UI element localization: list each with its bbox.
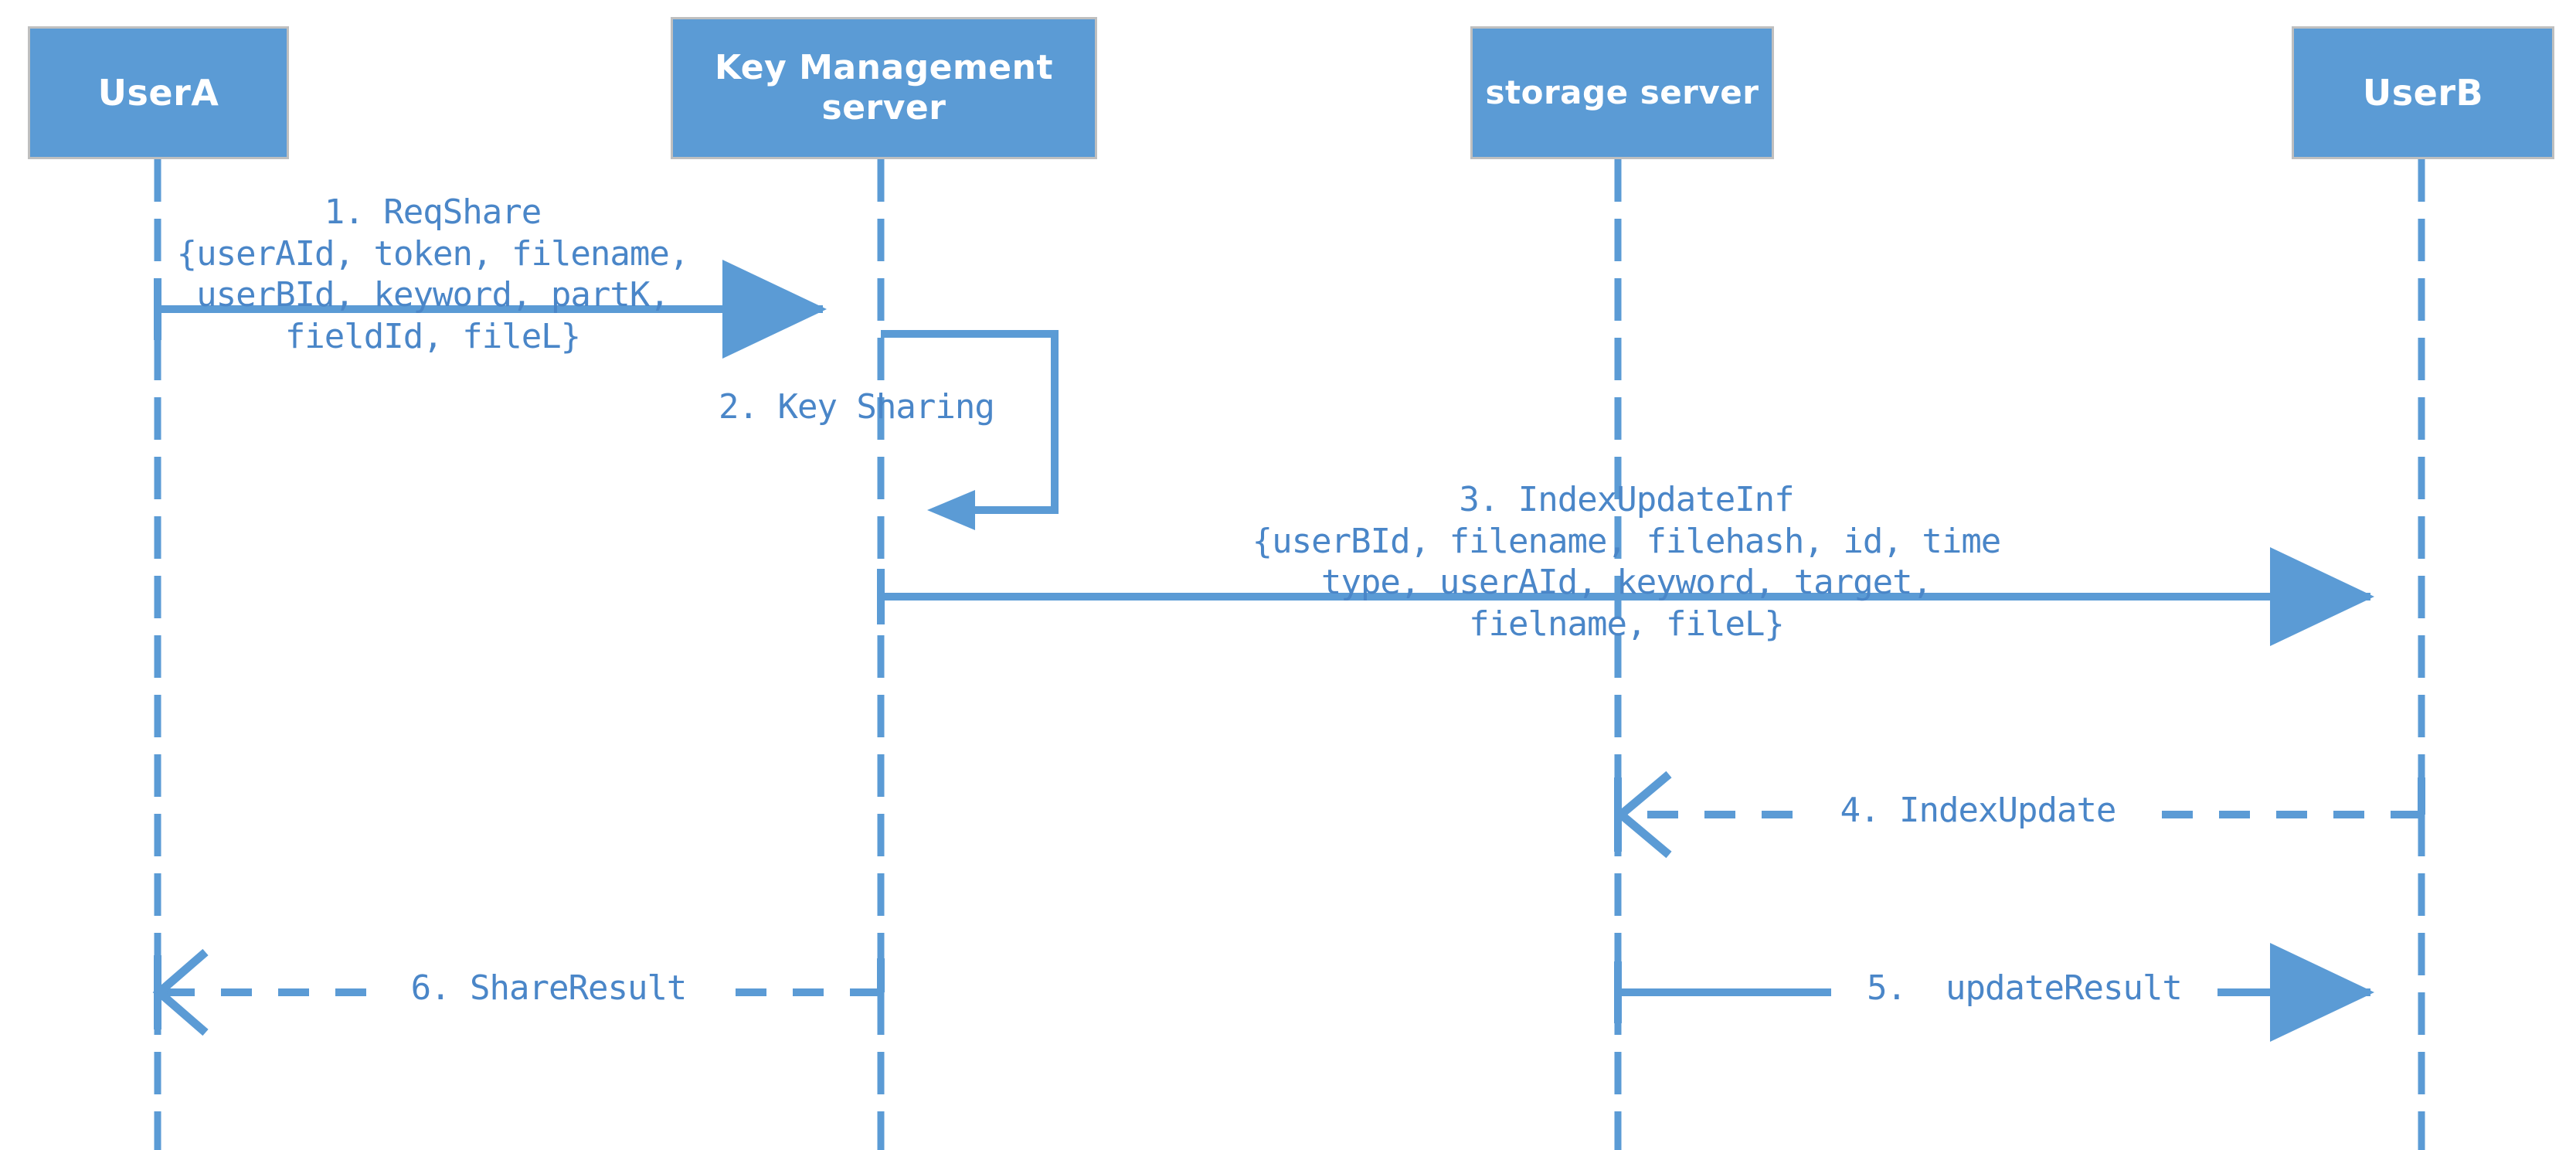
participant-label-userA: UserA <box>97 71 219 114</box>
participant-box-kms[interactable]: Key Management server <box>671 17 1097 159</box>
message-label-5: 5. updateResult <box>1831 968 2217 1009</box>
message-arrow-2-self-loop[interactable] <box>881 330 1059 530</box>
message-label-1: 1. ReqShare {userAId, token, filename, u… <box>176 192 690 357</box>
message-label-3: 3. IndexUpdateInf {userBId, filename, fi… <box>1252 480 2002 645</box>
message-label-6: 6. ShareResult <box>371 968 726 1009</box>
participant-label-storage: storage server <box>1485 73 1759 112</box>
participant-box-storage[interactable]: storage server <box>1470 26 1774 159</box>
participant-label-kms: Key Management server <box>714 48 1054 128</box>
message-label-2: 2. Key Sharing <box>719 387 995 427</box>
participant-box-userA[interactable]: UserA <box>28 26 289 159</box>
message-label-4: 4. IndexUpdate <box>1800 790 2156 832</box>
participant-box-userB[interactable]: UserB <box>2292 26 2554 159</box>
participant-label-userB: UserB <box>2362 71 2484 114</box>
